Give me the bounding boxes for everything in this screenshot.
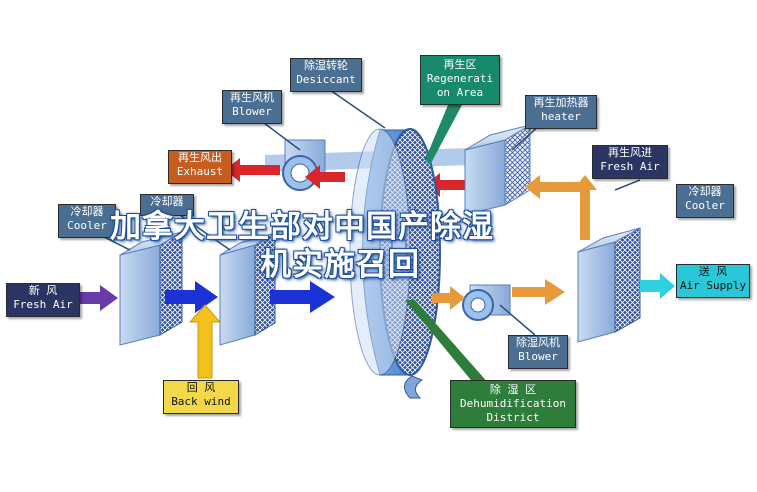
cooler-right-label: 冷却器 Cooler (676, 184, 734, 218)
heater-unit (464, 124, 531, 216)
cooler-right-label-en: Cooler (685, 199, 725, 212)
fresh-air-label-en: Fresh Air (13, 298, 73, 311)
dehum-blower-unit (462, 284, 511, 321)
cooler-left-label: 冷却器 Cooler (58, 204, 116, 238)
exhaust-label: 再生风出 Exhaust (168, 150, 232, 184)
fresh-air-label-cn: 新 风 (28, 284, 58, 297)
dehum-district-label-en: Dehumidification (460, 397, 566, 410)
wheel-to-blower-arrow (305, 165, 345, 189)
regeneration-area-label: 再生区 Regenerati on Area (420, 55, 500, 105)
blower-to-cooler-orange (512, 279, 565, 305)
desiccant-wheel (349, 128, 441, 376)
air-supply-arrow (640, 273, 675, 299)
regen-fresh-air-label: 再生风进 Fresh Air (592, 145, 668, 179)
regen-fresh-up-arrow (573, 175, 597, 240)
cooler-left-unit (119, 231, 183, 346)
regen-heater-label-en: heater (541, 110, 581, 123)
dehum-blower-label-cn: 除湿风机 (516, 336, 560, 349)
air-supply-label-en: Air Supply (679, 279, 747, 292)
back-wind-label: 回 风 Back wind (163, 380, 239, 414)
desiccant-label-cn: 除湿转轮 (304, 59, 348, 72)
regen-blower-label-en: Blower (232, 105, 272, 118)
regen-heater-label-cn: 再生加热器 (533, 96, 589, 109)
cooler-right-unit (577, 227, 641, 343)
back-wind-label-cn: 回 风 (186, 381, 216, 394)
regen-area-pointer (425, 105, 462, 165)
desiccant-label-en: Desiccant (296, 73, 356, 86)
cooler-left-label-en: Cooler (67, 219, 107, 232)
regen-blower-label-cn: 再生风机 (230, 91, 274, 104)
cooler-left-label-cn: 冷却器 (70, 205, 104, 218)
air-supply-label: 送 风 Air Supply (676, 264, 750, 298)
desiccant-label: 除湿转轮 Desiccant (290, 58, 362, 92)
wheel-bracket (404, 375, 424, 399)
back-wind-label-en: Back wind (171, 395, 231, 408)
cooler-mid-label-cn: 冷却器 (150, 195, 184, 208)
regeneration-label-en: Regenerati (426, 72, 494, 85)
wheel-to-blower-orange (432, 286, 465, 310)
regen-fresh-air-arrow (525, 175, 585, 199)
cooler-mid-label: 冷却器 (140, 194, 194, 216)
cooler-mid-unit (219, 232, 276, 346)
dehum-blower-label-en: Blower (518, 350, 558, 363)
regeneration-label-cn: 再生区 (443, 58, 477, 71)
blue-arrow-2 (270, 281, 335, 313)
dehum-district-label-en2: District (486, 411, 540, 424)
fresh-air-label: 新 风 Fresh Air (6, 283, 80, 317)
overlay-title-line1: 加拿大卫生部对中国产除湿 (110, 209, 494, 245)
regeneration-label-en2: on Area (436, 86, 484, 99)
dehum-district-label: 除 湿 区 Dehumidification District (450, 380, 576, 428)
overlay-title: 加拿大卫生部对中国产除湿 机实施召回 (110, 208, 670, 284)
dehum-district-label-cn: 除 湿 区 (489, 383, 537, 396)
regen-fresh-label-cn: 再生风进 (608, 146, 652, 159)
back-wind-arrow (188, 304, 222, 379)
exhaust-arrow (225, 158, 280, 182)
overlay-title-line2: 机实施召回 (260, 247, 420, 283)
cooler-right-label-cn: 冷却器 (688, 185, 722, 198)
fresh-air-arrow (80, 285, 118, 311)
exhaust-label-en: Exhaust (176, 165, 224, 178)
air-supply-label-cn: 送 风 (698, 265, 728, 278)
regen-fresh-label-en: Fresh Air (600, 160, 660, 173)
regen-blower-label: 再生风机 Blower (222, 90, 282, 124)
exhaust-label-cn: 再生风出 (178, 151, 222, 164)
regen-heater-label: 再生加热器 heater (525, 95, 597, 129)
dehum-blower-label: 除湿风机 Blower (508, 335, 568, 369)
dehum-district-pointer (405, 300, 490, 385)
